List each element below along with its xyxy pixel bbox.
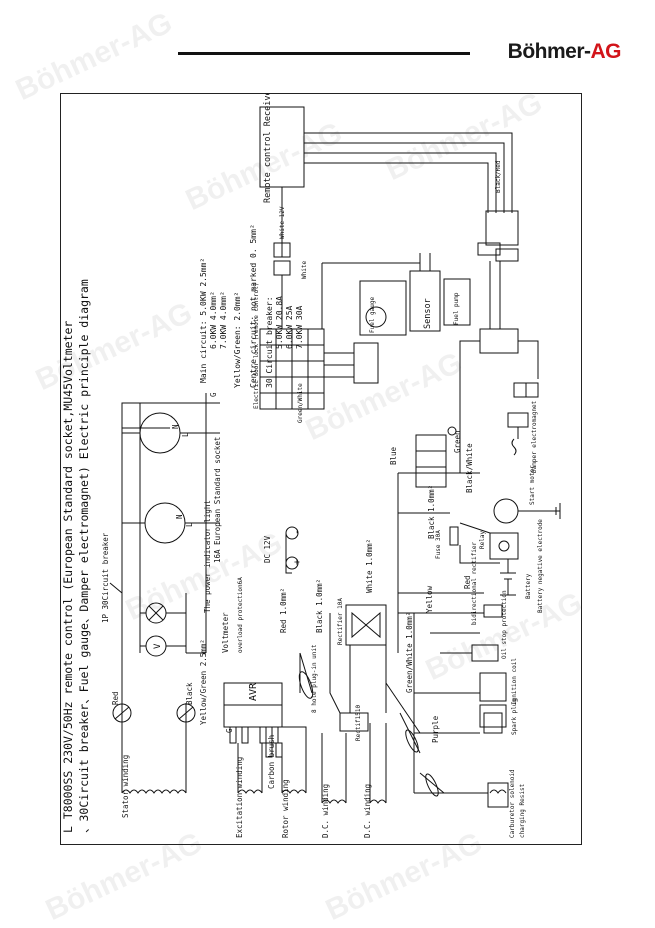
socket-16a (144, 502, 186, 544)
label-white: White (301, 261, 308, 279)
spec-breaker: 30 Circuit breaker: (265, 296, 274, 388)
label-l1: L (185, 522, 194, 527)
label-charging: charging Resist (519, 783, 526, 838)
oil-stop-protection (471, 644, 499, 662)
label-black-white: Black/White (465, 443, 474, 493)
label-white-1: White 1.0mm² (365, 539, 374, 593)
label-relay: Relay (479, 531, 486, 549)
label-fuse: Fuse 30A (435, 530, 442, 559)
label-black-red: Black/Red (495, 160, 502, 193)
label-red-2: Red (463, 575, 472, 589)
title-line-1: L T8000SS 230V/50Hz remote control (Euro… (61, 321, 75, 833)
label-plug-unit: 8 hole plug-in unit (311, 644, 318, 713)
fuel-pump (443, 278, 471, 326)
socket-standard (139, 412, 181, 454)
label-green-white-2: Green/White (297, 383, 304, 423)
label-battery-neg: Battery negative electrode (537, 519, 544, 613)
label-ignition: Ignition coil (511, 658, 518, 705)
label-spark: Spark plug (511, 698, 518, 735)
battery (500, 572, 516, 580)
spec-yellow-green: Yellow/Green: 2.0mm² (233, 292, 242, 388)
diagram-frame (60, 93, 582, 845)
spec-breaker-7: 7.0KW 30A (295, 305, 304, 349)
label-dc-winding-1: D.C. winding (321, 784, 330, 838)
spec-centre: Centre circuit: not marked 0. 5mm² (249, 224, 258, 388)
label-carb: Carburetor solenoid (509, 769, 516, 838)
spec-main-7: 7.0KW 4.0mm² (219, 291, 228, 349)
label-overload: overload protection6A (237, 577, 244, 653)
spec-breaker-5: 5.0KW 20.8A (275, 296, 284, 349)
label-n1: N (175, 514, 184, 519)
label-yellow: Yellow (425, 585, 434, 613)
fuse-30a (449, 526, 459, 546)
label-socket-16a: 16A European Standard socket (213, 437, 222, 563)
label-red: Red (111, 691, 120, 705)
spark-plug (483, 712, 503, 734)
label-battery: Battery (525, 573, 532, 599)
label-rectifier-1510: Rectif1510 (355, 704, 362, 741)
rectifier-10a (345, 604, 387, 646)
label-yellow-green: Yellow/Green 2.5mm² (199, 639, 208, 725)
label-excitation: Excitation winding (235, 757, 244, 838)
label-green-white: Green/White 1.0mm² (405, 612, 414, 693)
brand-logo: Böhmer-AG (507, 40, 622, 63)
stator-coil (121, 789, 187, 794)
label-l2: L (181, 432, 190, 437)
label-voltmeter: Voltmeter (221, 612, 230, 653)
spec-breaker-6: 6.0KW 25A (285, 305, 294, 349)
label-rotor: Rotor winding (281, 779, 290, 838)
header-rule (178, 52, 470, 55)
label-minus: - (292, 529, 303, 535)
label-carbon: Carbon brush (267, 735, 276, 789)
label-start-motor: Start motor (529, 465, 536, 505)
title-line-2: 、30Circuit breaker、Fuel gauge、Damper ele… (77, 279, 91, 833)
label-dc12: DC 12V (263, 535, 272, 563)
sensor (409, 270, 441, 332)
label-blue: Blue (389, 446, 398, 465)
carburetor-solenoid (487, 782, 509, 808)
label-v: V (153, 643, 163, 649)
label-remote: Remote control Receiver (263, 93, 273, 203)
label-black-2: Black 1.0mm² (427, 485, 436, 539)
label-sensor: Sensor (423, 298, 433, 329)
label-rectifier-10a: Rectifier 10A (337, 598, 344, 645)
wiring-diagram: L T8000SS 230V/50Hz remote control (Euro… (61, 93, 561, 838)
label-bidir: bidirectional rectifier (471, 542, 478, 625)
label-fuel-pump: Fuel pump (453, 292, 460, 325)
label-avr: AVR (248, 682, 259, 701)
damper-electromagnet (507, 412, 529, 428)
ignition-coil (479, 672, 507, 702)
start-motor (493, 498, 519, 524)
label-fuel-gauge: Fuel gauge (369, 296, 376, 333)
bidirectional-rectifier (483, 604, 503, 618)
label-dc-winding-2: D.C. winding (363, 784, 372, 838)
label-breaker-1p: 1P 30Circuit breaker (101, 532, 110, 623)
label-plus: + (292, 559, 303, 565)
spec-main-6: 6.0KW 4.0mm² (209, 291, 218, 349)
label-g1: G (209, 392, 218, 397)
label-light: The power indicator light (203, 500, 212, 613)
label-white-12v: White 12V (279, 206, 286, 239)
label-red-1: Red 1.0mm² (279, 588, 288, 633)
label-oil-stop: Oil stop protection (501, 590, 508, 659)
fuel-gauge (359, 280, 407, 336)
label-black: Black (185, 682, 194, 705)
label-n2: N (171, 424, 180, 429)
label-damper: Damper electromagnet (531, 400, 538, 473)
rectifier-1510 (339, 712, 369, 732)
label-stator: Stator winding (121, 755, 130, 818)
spec-main: Main circuit: 5.0KW 2.5mm² (199, 258, 208, 383)
label-door-lock: Electric door lock (remote control) (253, 283, 260, 409)
label-purple: Purple (431, 715, 440, 743)
label-green: Green (453, 430, 462, 453)
label-black-1: Black 1.0mm² (315, 579, 324, 633)
label-g2: G (225, 728, 234, 733)
relay (489, 532, 519, 560)
